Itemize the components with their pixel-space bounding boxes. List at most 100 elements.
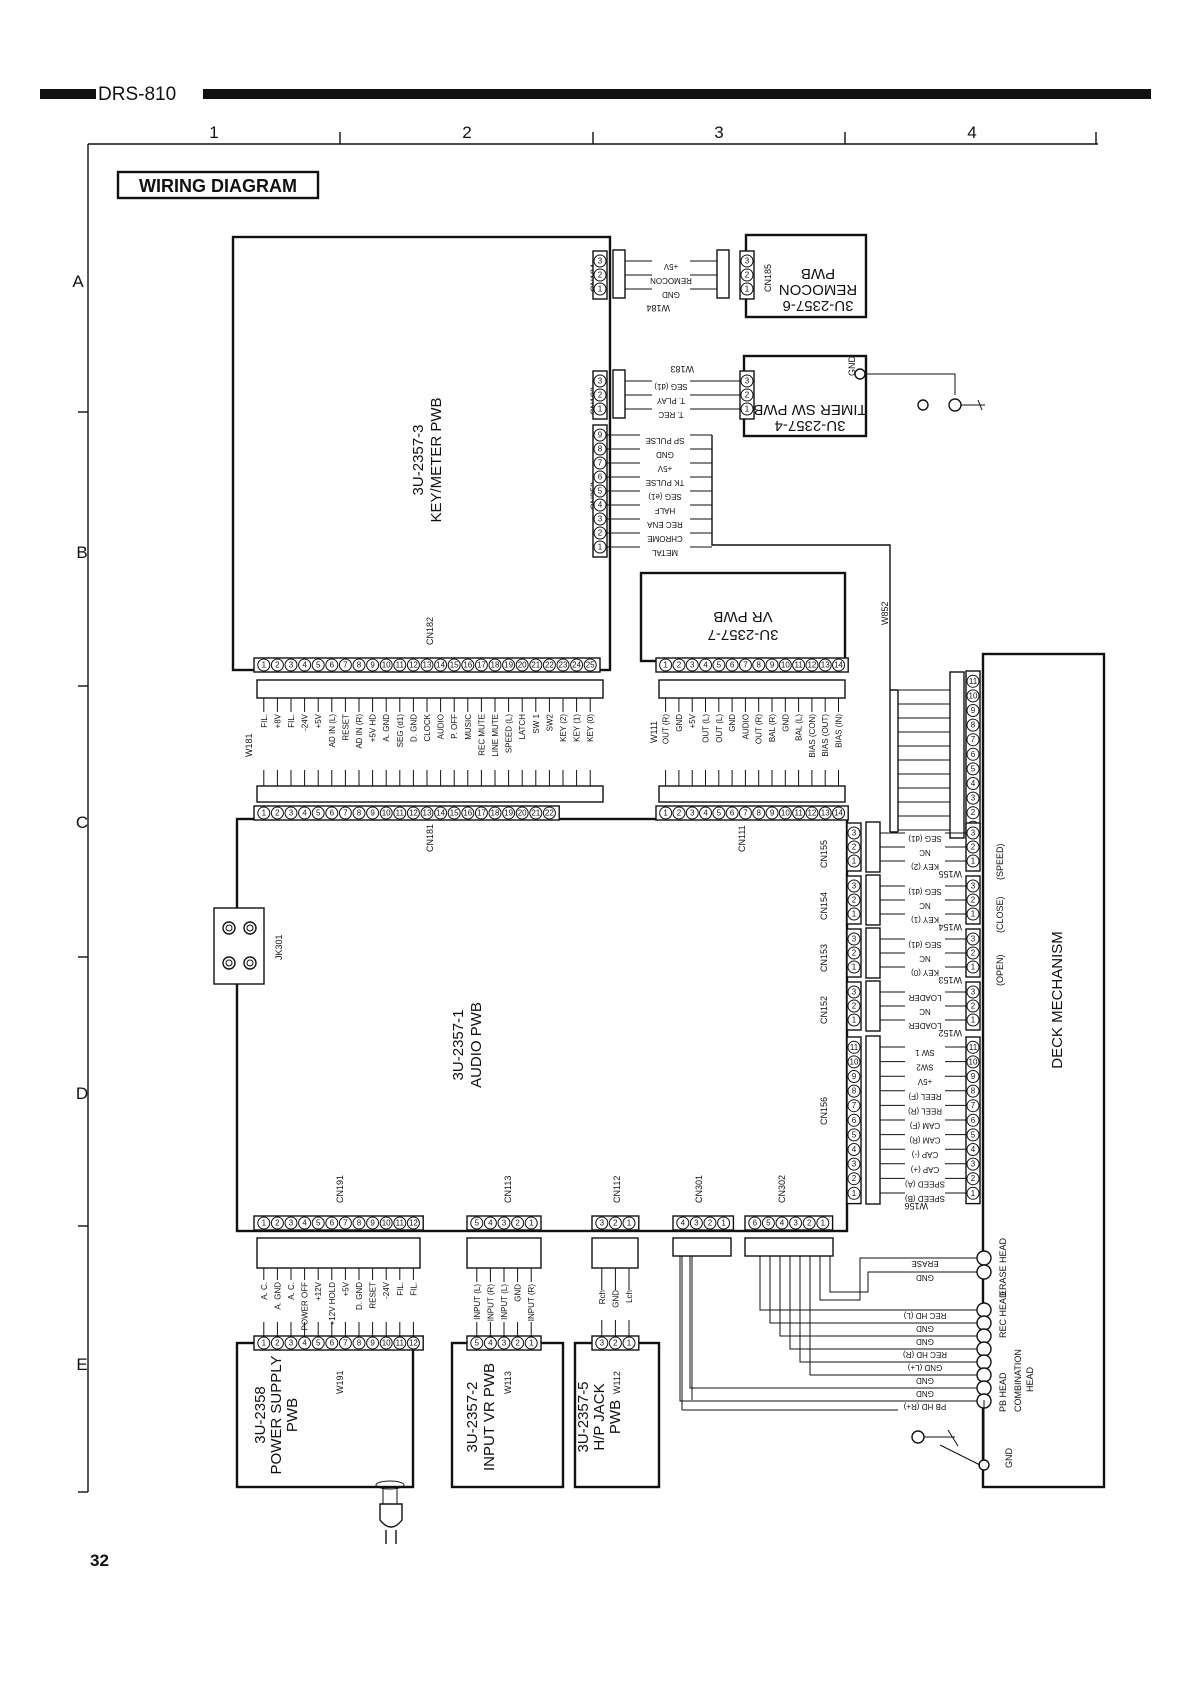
signal-label: A. GND	[382, 714, 391, 742]
pin	[593, 484, 607, 498]
pin-number: 3	[852, 882, 857, 891]
pin	[966, 826, 980, 840]
pin-number: 6	[753, 1219, 758, 1228]
pin-number: 7	[343, 661, 348, 670]
pin	[778, 658, 792, 672]
pin-number: 13	[821, 661, 830, 670]
timer-gnd-lead	[865, 373, 956, 395]
input-vr-pwb-label: 3U-2357-2 INPUT VR PWB	[464, 1363, 498, 1471]
signal-label: Lch	[625, 1290, 634, 1303]
pin-number: 3	[971, 988, 976, 997]
pin	[366, 1336, 380, 1350]
pin	[699, 806, 713, 820]
pin-number: 16	[463, 661, 472, 670]
signal-label: RESET	[369, 1282, 378, 1309]
pin-number: 7	[971, 1101, 976, 1110]
signal-label: AUDIO	[437, 714, 446, 739]
pin	[284, 806, 298, 820]
pin	[257, 806, 271, 820]
signal-label: NC	[919, 954, 931, 963]
head-pin	[976, 1380, 992, 1396]
signal-label: GND (L+)	[907, 1363, 942, 1372]
pin-number: 3	[502, 1339, 507, 1348]
grid-col-1: 1	[209, 123, 218, 142]
pin-number: 2	[598, 271, 603, 280]
svg-text:W154: W154	[938, 922, 962, 932]
pin-number: 9	[971, 706, 976, 715]
signal-label: SPEED (B)	[905, 1194, 945, 1203]
svg-text:3U-2357-3: 3U-2357-3	[410, 425, 427, 496]
w152-deck-side: 321	[965, 981, 981, 1031]
pin-number: 3	[852, 988, 857, 997]
pin	[406, 658, 420, 672]
pin	[270, 1336, 284, 1350]
pin-number: 5	[316, 809, 321, 818]
signal-label: TK PULSE	[646, 478, 685, 487]
pin-number: 1	[971, 910, 976, 919]
signal-label: CHROME	[647, 534, 683, 543]
head-pin	[976, 1341, 992, 1357]
pin-number: 2	[598, 529, 603, 538]
pin-number: 1	[852, 857, 857, 866]
signal-label: BIAS (CON)	[808, 714, 817, 758]
pin-number: 8	[598, 445, 603, 454]
pin-number: 1	[971, 963, 976, 972]
grid-row-b: B	[76, 543, 87, 562]
pin	[966, 1099, 980, 1113]
erase-head-pin	[976, 1264, 992, 1280]
pin-number: 1	[262, 1219, 267, 1228]
svg-text:INPUT VR PWB: INPUT VR PWB	[481, 1363, 498, 1471]
w113-harness	[466, 1237, 542, 1269]
signal-label: T. PLAY	[656, 396, 685, 405]
pin	[483, 1216, 497, 1230]
timer-gnd-terminal-icon	[961, 399, 985, 411]
signal-label: Rch	[598, 1290, 607, 1304]
pin-number: 2	[275, 661, 280, 670]
pin-number: 2	[852, 1174, 857, 1183]
pin-number: 6	[330, 1219, 335, 1228]
static-labels: CN184 CN185 CN183 CN852 CN182 CN181 CN11…	[244, 264, 1035, 1468]
pin-number: 1	[598, 405, 603, 414]
svg-text:TIMER SW PWB: TIMER SW PWB	[753, 401, 866, 418]
signal-label: SEG (d1)	[396, 714, 405, 748]
svg-text:PB HEAD: PB HEAD	[998, 1372, 1008, 1412]
signal-label: REC HD (R)	[903, 1350, 947, 1359]
pin	[325, 1336, 339, 1350]
signal-label: OUT (R)	[662, 714, 671, 744]
grid-col-2: 2	[462, 123, 471, 142]
pin	[805, 658, 819, 672]
pin-number: 14	[834, 809, 843, 818]
signal-label: CLOCK	[423, 713, 432, 741]
svg-text:POWER SUPPLY: POWER SUPPLY	[268, 1356, 285, 1475]
pin	[529, 806, 543, 820]
pin	[792, 806, 806, 820]
signal-label: RESET	[341, 714, 350, 741]
pin	[765, 806, 779, 820]
pin-number: 1	[852, 1016, 857, 1025]
pin-number: 1	[529, 1339, 534, 1348]
ac-plug-icon	[379, 1503, 403, 1528]
pin-number: 8	[757, 809, 762, 818]
pin	[966, 1128, 980, 1142]
signal-label: PB HD (R+)	[903, 1402, 946, 1411]
pin	[740, 254, 754, 268]
w111-harness-bottom	[658, 785, 846, 803]
signal-label: KEY (2)	[911, 862, 939, 871]
pin	[393, 1336, 407, 1350]
signal-label: INPUT (L)	[473, 1284, 482, 1320]
signal-label: T. REC	[658, 410, 684, 419]
remocon-pwb-label: 3U-2357-6 REMOCON PWB	[779, 265, 857, 314]
diagram-title: WIRING DIAGRAM	[116, 170, 320, 200]
pin	[738, 658, 752, 672]
pin	[593, 282, 607, 296]
head-wire	[759, 1256, 898, 1311]
pin	[847, 1113, 861, 1127]
timer-gnd-screw-icon	[917, 399, 929, 411]
pin-number: 2	[807, 1219, 812, 1228]
pin	[966, 791, 980, 805]
svg-text:3U-2357-5: 3U-2357-5	[575, 1382, 592, 1453]
pin	[966, 704, 980, 717]
